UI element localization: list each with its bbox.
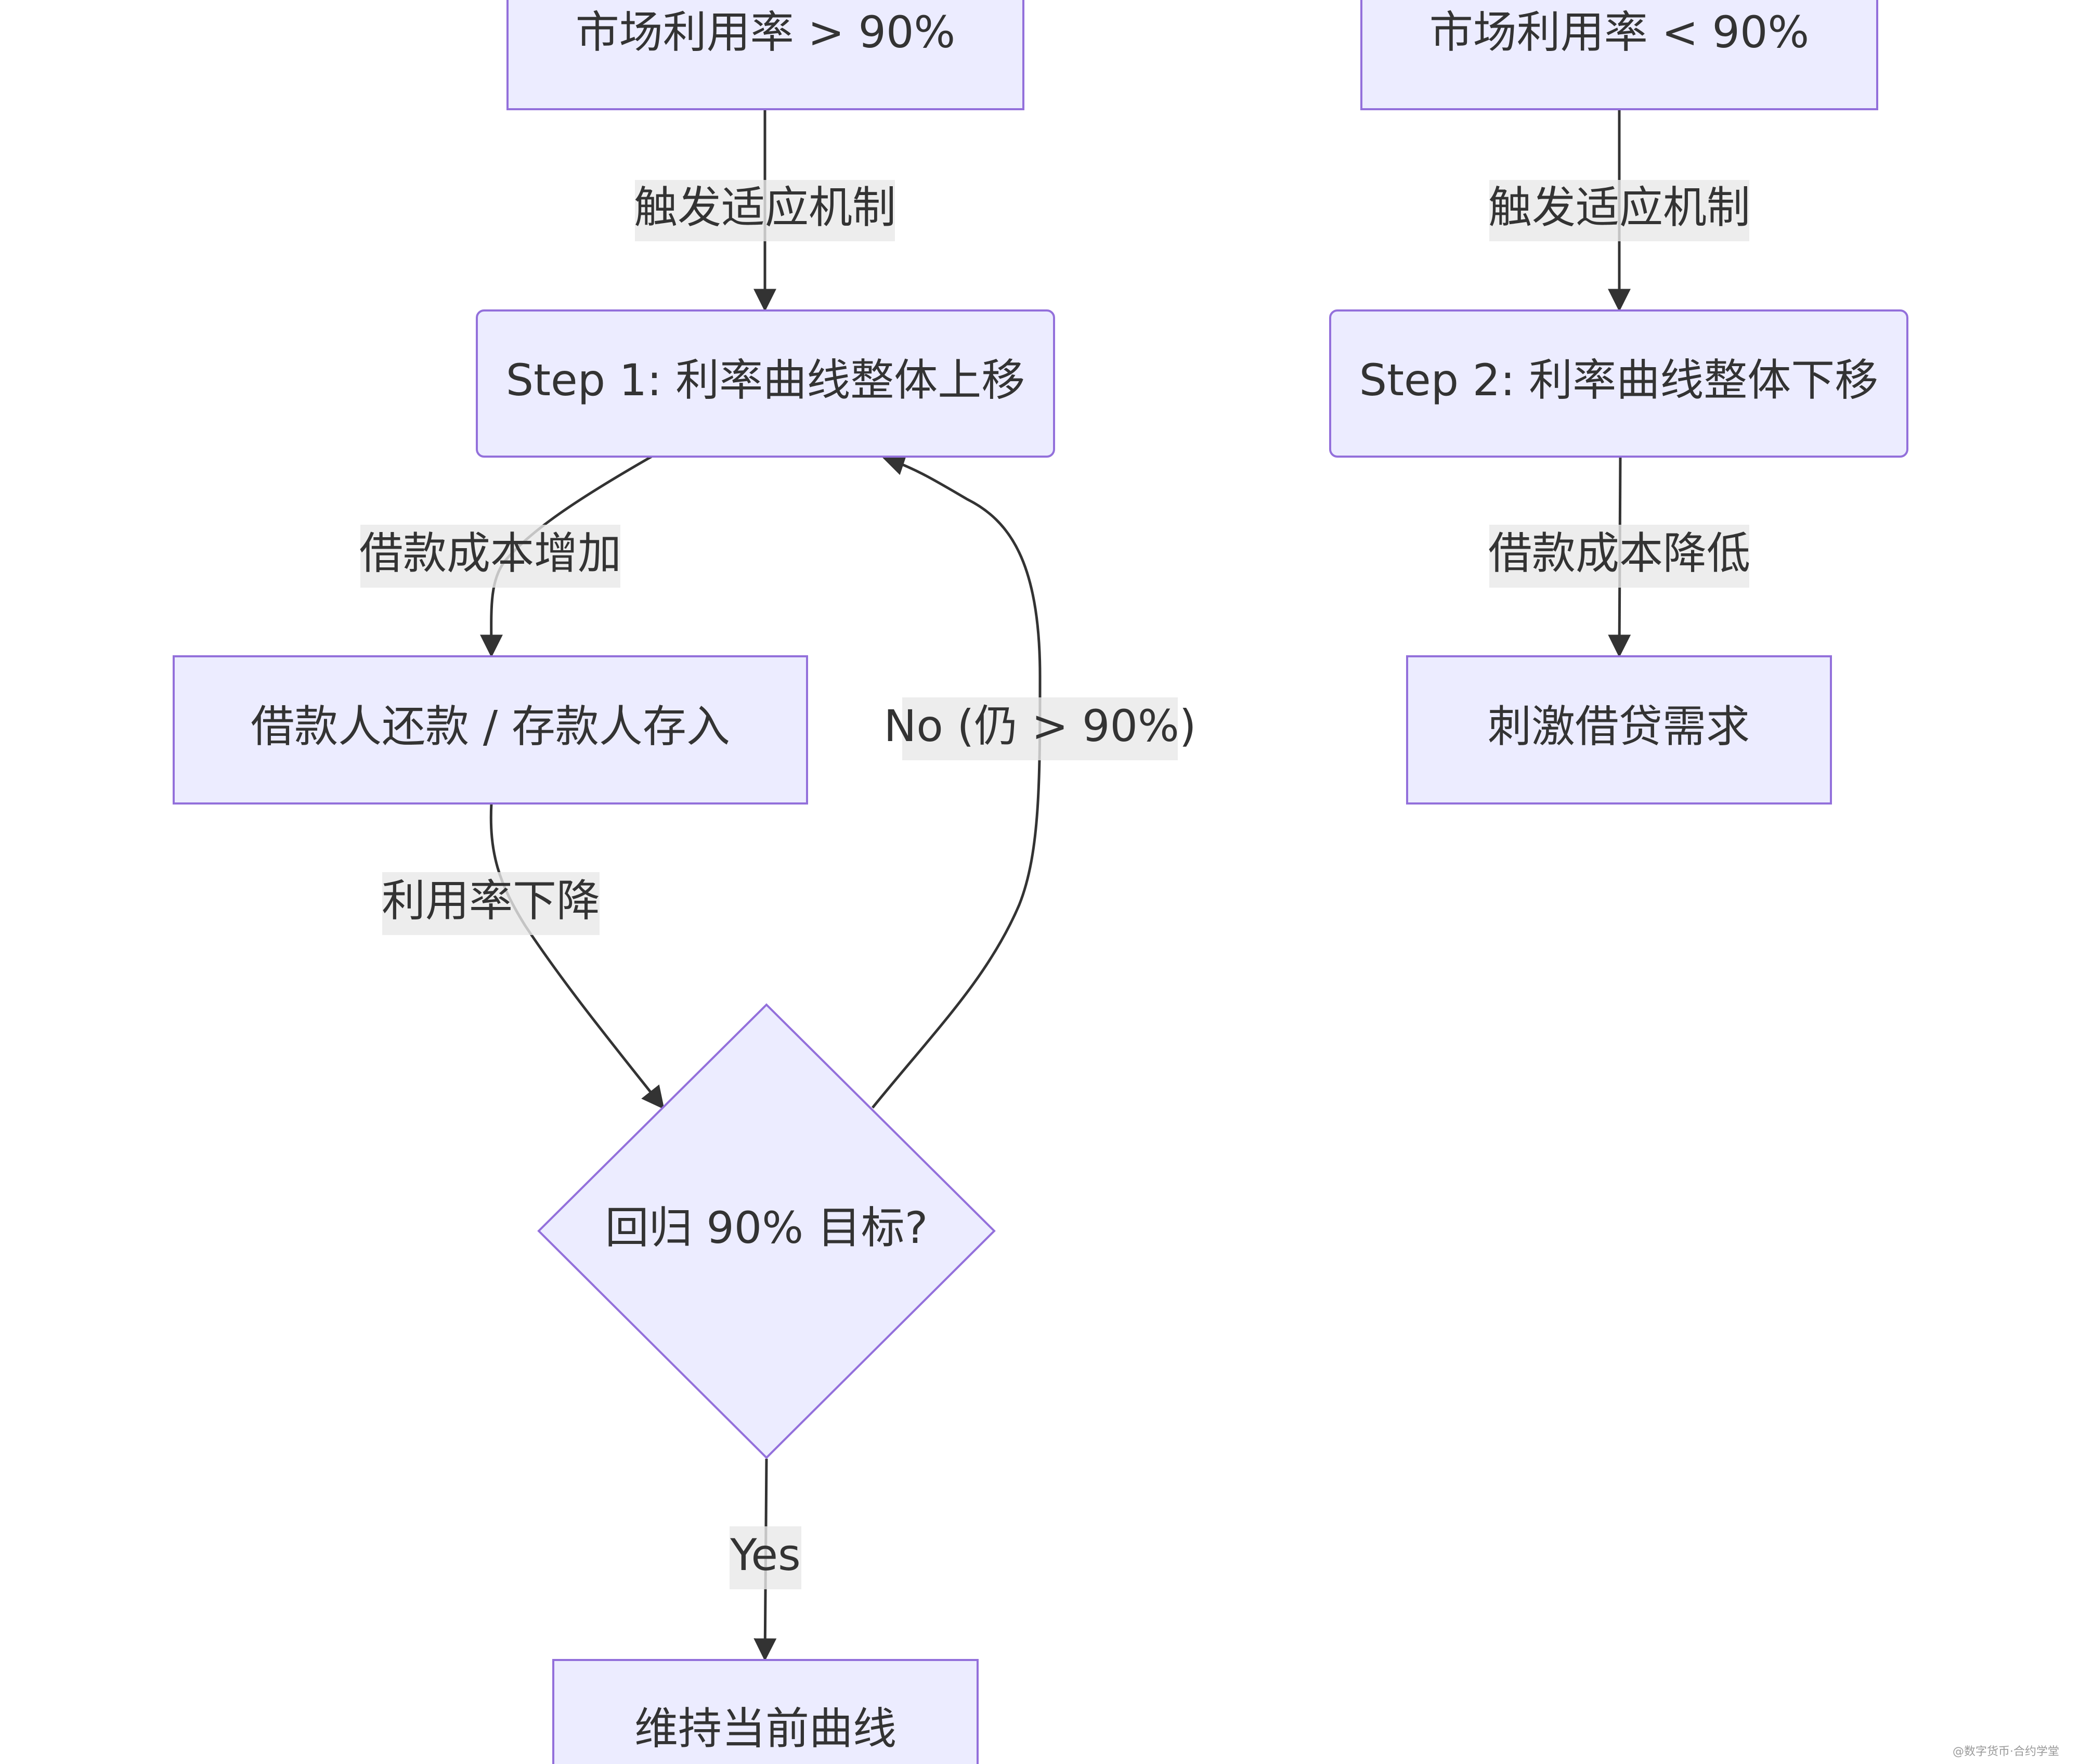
- node-repay-label: 借款人还款 / 存款人存入: [251, 701, 730, 752]
- edge-no-loop: [872, 453, 1042, 1109]
- edge-label-yes: Yes: [730, 1526, 801, 1589]
- node-util-low-label: 市场利用率 < 90%: [1429, 7, 1810, 58]
- node-stimulate: 刺激借贷需求: [1406, 655, 1832, 805]
- node-stimulate-label: 刺激借贷需求: [1488, 701, 1750, 752]
- edge-label-cost-down-text: 借款成本降低: [1488, 528, 1750, 579]
- edge-label-trigger-right-text: 触发适应机制: [1488, 182, 1750, 233]
- node-maintain-label: 维持当前曲线: [634, 1703, 896, 1754]
- node-util-high-label: 市场利用率 > 90%: [576, 7, 956, 58]
- edge-label-no-loop-text: No (仍 > 90%): [884, 701, 1197, 751]
- edge-label-no-loop: No (仍 > 90%): [884, 697, 1197, 760]
- edge-label-trigger-right: 触发适应机制: [1488, 180, 1750, 241]
- edge-label-yes-text: Yes: [730, 1529, 801, 1580]
- node-step1: Step 1: 利率曲线整体上移: [476, 309, 1055, 458]
- edge-label-util-drop: 利用率下降: [382, 872, 600, 935]
- node-step2-label: Step 2: 利率曲线整体下移: [1359, 355, 1878, 406]
- watermark-text: @数字货币·合约学堂: [1953, 1745, 2059, 1758]
- node-maintain: 维持当前曲线: [552, 1659, 979, 1764]
- node-decision-label: 回归 90% 目标?: [605, 1202, 928, 1253]
- node-util-low: 市场利用率 < 90%: [1360, 0, 1878, 110]
- edge-label-util-drop-text: 利用率下降: [382, 875, 600, 926]
- edge-label-trigger-left-text: 触发适应机制: [634, 182, 896, 233]
- edge-label-trigger-left: 触发适应机制: [634, 180, 896, 241]
- node-step1-label: Step 1: 利率曲线整体上移: [506, 355, 1025, 406]
- edge-label-cost-up: 借款成本增加: [359, 525, 621, 588]
- edge-util-drop: [489, 803, 665, 1110]
- edge-label-cost-down: 借款成本降低: [1488, 525, 1750, 588]
- node-step2: Step 2: 利率曲线整体下移: [1329, 309, 1908, 458]
- node-repay: 借款人还款 / 存款人存入: [173, 655, 808, 805]
- edge-label-cost-up-text: 借款成本增加: [359, 528, 621, 579]
- node-decision: 回归 90% 目标?: [537, 1003, 996, 1459]
- node-util-high: 市场利用率 > 90%: [506, 0, 1024, 110]
